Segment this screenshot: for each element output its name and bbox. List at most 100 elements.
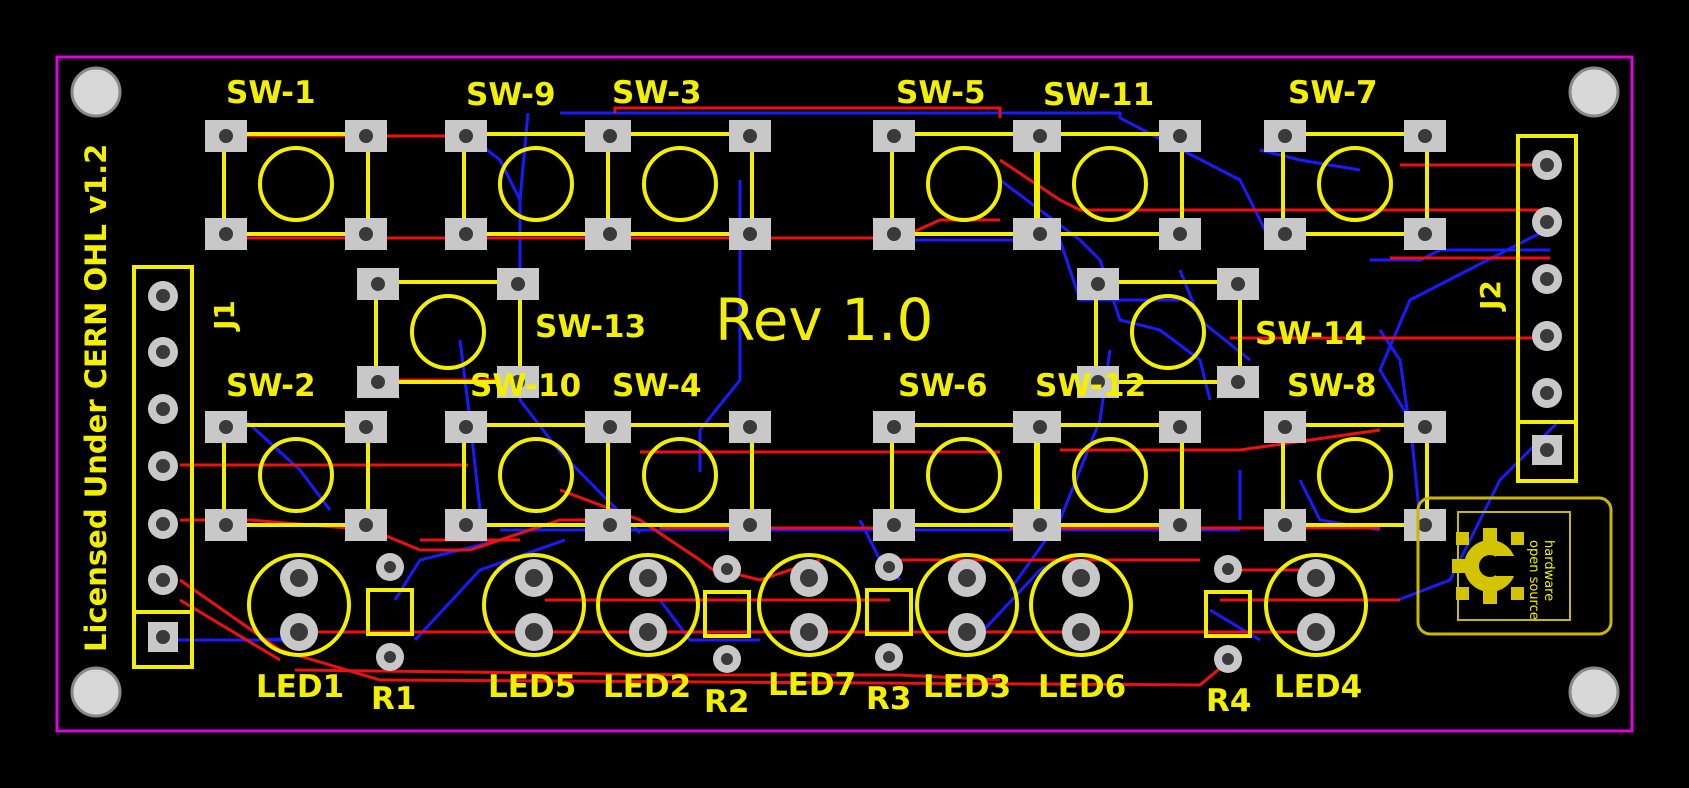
switch-outline [1281, 132, 1429, 236]
resistor-label: R2 [704, 684, 749, 720]
led-label: LED1 [256, 669, 344, 705]
resistor-footprint [703, 555, 751, 673]
pad-drill [1033, 227, 1047, 241]
pad-drill [1033, 518, 1047, 532]
led-outline [1029, 553, 1133, 657]
pad-drill [1173, 518, 1187, 532]
pad-drill [371, 375, 385, 389]
switch-button-outline [642, 146, 718, 222]
switch-button-outline [498, 146, 574, 222]
pad-drill [1033, 420, 1047, 434]
mounting-hole [1568, 66, 1620, 118]
resistor-outline [865, 588, 913, 636]
switch-button-outline [642, 437, 718, 513]
pad-drill [525, 569, 543, 587]
pin-drill [156, 402, 170, 416]
pad-drill [219, 420, 233, 434]
pad-drill [1278, 129, 1292, 143]
resistor-footprint [1204, 555, 1252, 673]
pad-drill [603, 129, 617, 143]
tactile-switch [1077, 268, 1259, 398]
license-label: Licensed Under CERN OHL v1.2 [79, 144, 113, 652]
pad-drill [384, 651, 396, 663]
pin-drill [156, 630, 170, 644]
gear-icon [1452, 528, 1530, 604]
mounting-hole [1568, 666, 1620, 718]
pad-drill [1278, 518, 1292, 532]
tactile-switch [205, 120, 387, 250]
switch-button-outline [258, 146, 334, 222]
pad-drill [511, 375, 525, 389]
switch-label: SW-12 [1035, 368, 1146, 404]
pad-drill [721, 653, 733, 665]
pad-drill [1173, 420, 1187, 434]
switch-button-outline [926, 146, 1002, 222]
led-footprint [596, 553, 700, 657]
leds [247, 553, 1368, 657]
pad-drill [887, 227, 901, 241]
switches [205, 120, 1446, 541]
switch-label: SW-7 [1288, 75, 1378, 111]
mounting-hole [70, 666, 122, 718]
pad-drill [219, 129, 233, 143]
revision-label: Rev 1.0 [715, 286, 933, 354]
pad-drill [743, 227, 757, 241]
resistor-outline [703, 590, 751, 638]
tactile-switch [1019, 411, 1201, 541]
mounting-holes [70, 66, 1620, 718]
led-outline [482, 553, 586, 657]
pad-drill [639, 623, 657, 641]
resistors [366, 553, 1252, 673]
switch-button-outline [410, 294, 486, 370]
pin-drill [156, 517, 170, 531]
pad-drill [743, 518, 757, 532]
tactile-switch [205, 411, 387, 541]
resistor-label: R4 [1206, 683, 1251, 719]
pad-drill [359, 420, 373, 434]
pin-drill [156, 459, 170, 473]
pad-drill [459, 518, 473, 532]
pad-drill [603, 227, 617, 241]
switch-label: SW-13 [535, 309, 646, 345]
pad-drill [721, 563, 733, 575]
pin-drill [156, 289, 170, 303]
pad-drill [1418, 227, 1432, 241]
oshw-logo-text-2: hardware [1541, 540, 1556, 601]
resistor-label: R1 [371, 681, 416, 717]
pin-drill [1540, 215, 1554, 229]
switch-label: SW-5 [896, 75, 986, 111]
pad-drill [958, 623, 976, 641]
pin-drill [156, 345, 170, 359]
pad-drill [1173, 227, 1187, 241]
pad-drill [219, 518, 233, 532]
led-outline [1264, 553, 1368, 657]
pad-drill [1091, 277, 1105, 291]
switch-button-outline [258, 437, 334, 513]
led-footprint [1264, 553, 1368, 657]
switch-outline [1036, 423, 1184, 527]
pin-drill [1540, 386, 1554, 400]
tactile-switch [589, 120, 771, 250]
connector-label: J2 [1474, 280, 1507, 312]
pad-drill [1222, 563, 1234, 575]
pad-drill [459, 227, 473, 241]
switch-button-outline [1072, 146, 1148, 222]
pad-drill [1072, 569, 1090, 587]
tactile-switch [589, 411, 771, 541]
switch-label: SW-4 [612, 368, 702, 404]
led-label: LED3 [923, 669, 1011, 705]
pin-drill [1540, 329, 1554, 343]
pad-drill [1072, 623, 1090, 641]
pin-drill [156, 573, 170, 587]
led-outline [247, 553, 351, 657]
pad-drill [290, 623, 308, 641]
pad-drill [958, 569, 976, 587]
switch-outline [1281, 423, 1429, 527]
pin-drill [1540, 272, 1554, 286]
led-footprint [757, 553, 861, 657]
pad-drill [800, 569, 818, 587]
switch-label: SW-2 [226, 368, 316, 404]
board-outline [55, 55, 1634, 733]
pad-drill [1418, 420, 1432, 434]
